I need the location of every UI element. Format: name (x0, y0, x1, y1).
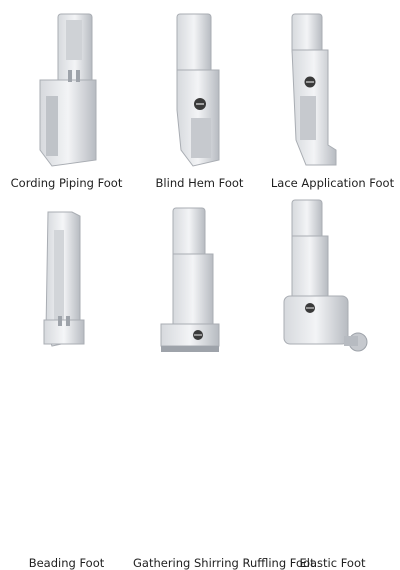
item-label: Cording Piping Foot (10, 176, 123, 190)
item-label: Lace Application Foot (270, 176, 395, 190)
cording-piping-foot-image (39, 13, 97, 167)
item-label: Beading Foot (28, 556, 105, 570)
blind-hem-foot-image (176, 13, 220, 167)
item-label: Blind Hem Foot (155, 176, 244, 190)
beading-foot-image (43, 211, 85, 347)
item-label: Elastic Foot (299, 556, 366, 570)
lace-application-foot-image (291, 13, 337, 166)
gathering-shirring-ruffling-foot-image (160, 207, 220, 352)
item-label: Gathering Shirring Ruffling Foot (133, 556, 315, 570)
elastic-foot-image (283, 199, 368, 352)
